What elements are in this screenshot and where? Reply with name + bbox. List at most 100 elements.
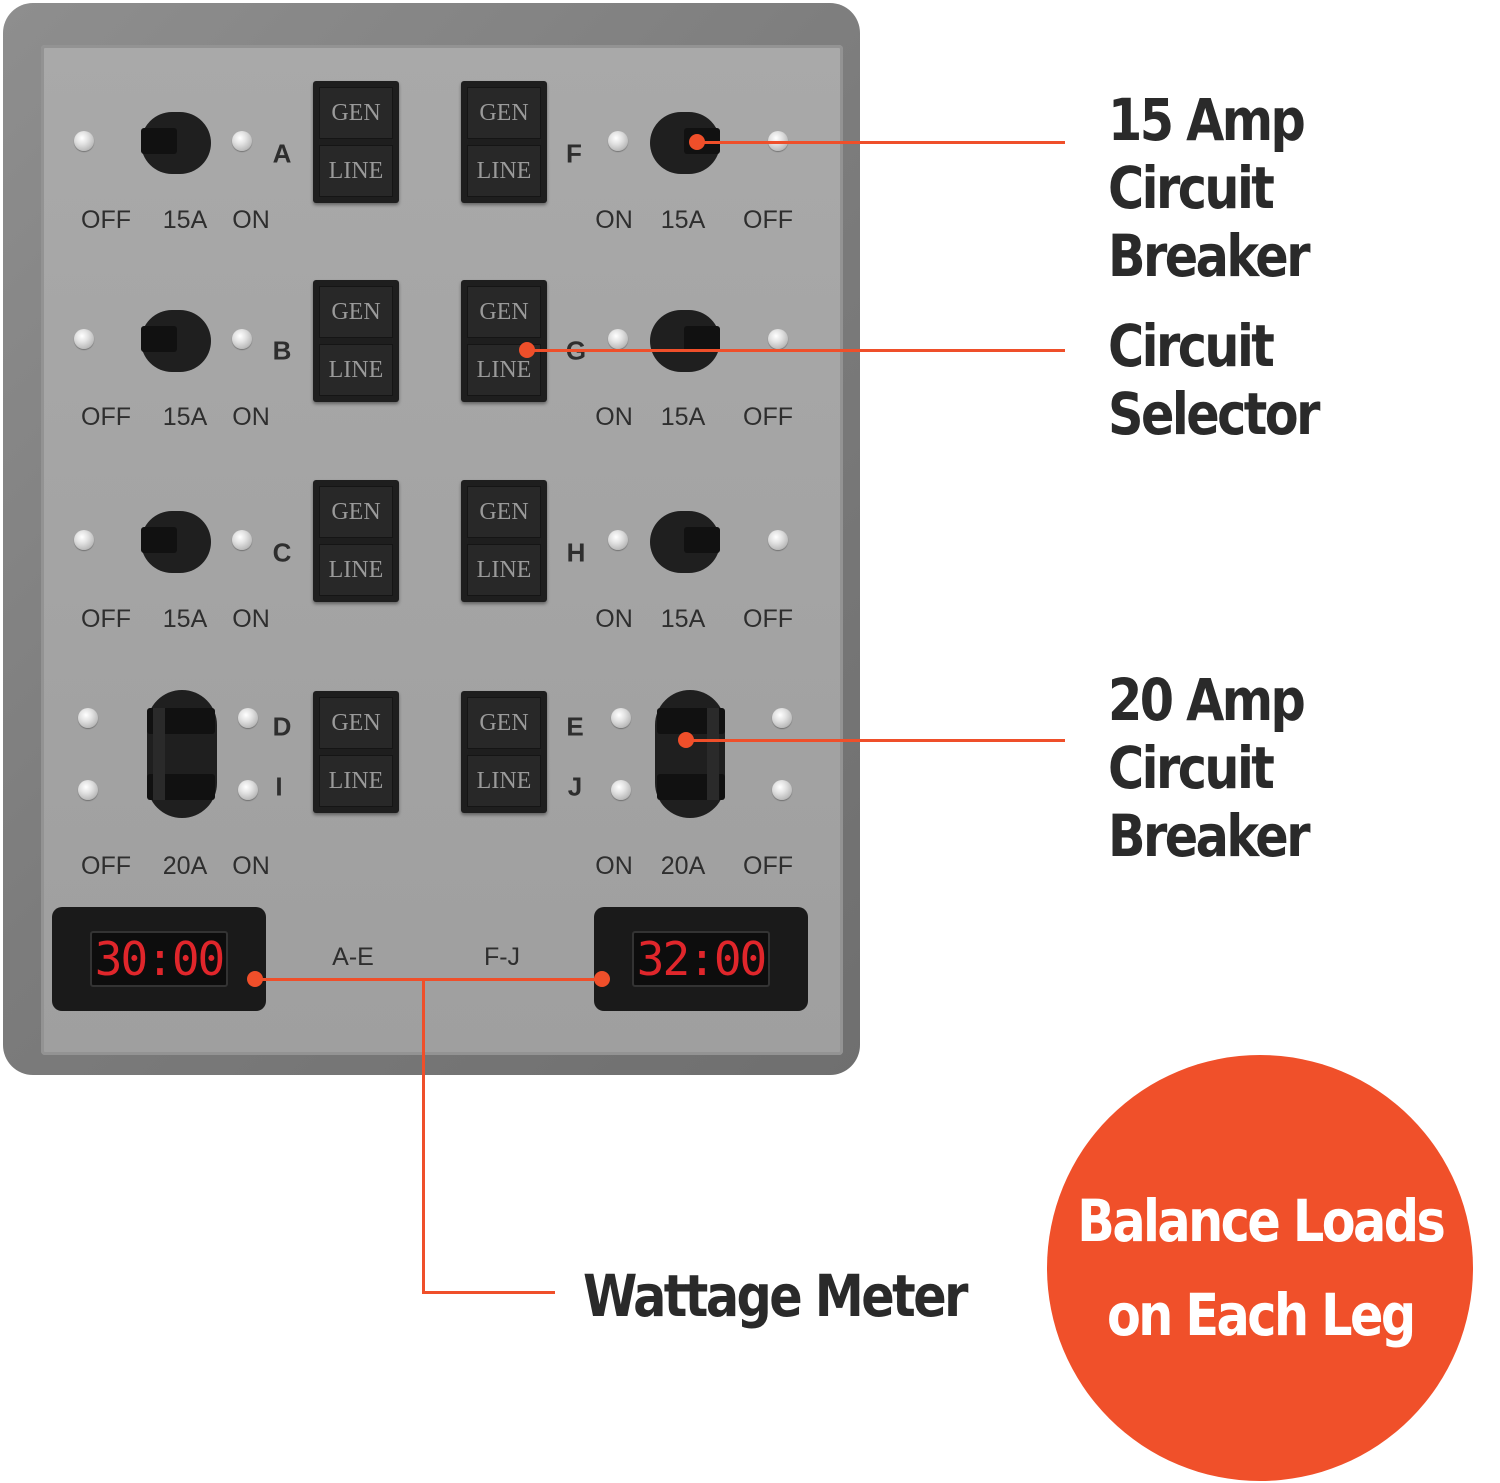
rivet-icon: [608, 131, 628, 151]
rating-label-h: 15A: [660, 605, 706, 633]
callout-15-amp-line2: Breaker: [1108, 222, 1311, 290]
circuit-letter-d: D: [272, 711, 292, 742]
callout-line-15a: [697, 141, 1065, 144]
meter-label-a-e: A-E: [332, 943, 374, 971]
selector-line-label: LINE: [467, 145, 541, 197]
callout-20-amp-line1: 20 Amp Circuit: [1108, 666, 1306, 802]
rivet-icon: [78, 780, 98, 800]
rating-label-a: 15A: [162, 206, 208, 234]
on-label: ON: [595, 403, 633, 431]
rating-label-g: 15A: [660, 403, 706, 431]
callout-dot-selector: [519, 342, 535, 358]
toggle-lever-icon: [141, 326, 177, 352]
callout-circuit-selector: Circuit Selector: [1108, 312, 1320, 448]
circuit-letter-h: H: [566, 537, 586, 568]
selector-gen-label: GEN: [467, 697, 541, 749]
rivet-icon: [611, 708, 631, 728]
breaker-toggle-c[interactable]: [141, 511, 211, 573]
breaker-toggle-d-i[interactable]: [147, 690, 217, 818]
circuit-selector-e[interactable]: GEN LINE: [461, 691, 547, 813]
on-label: ON: [595, 852, 633, 880]
toggle-bar: [707, 708, 719, 800]
meter-label-f-j: F-J: [483, 943, 521, 971]
toggle-lever-icon: [684, 326, 720, 352]
rivet-icon: [608, 329, 628, 349]
callout-line-20a: [686, 739, 1065, 742]
selector-line-label: LINE: [467, 544, 541, 596]
on-label: ON: [232, 605, 270, 633]
breaker-toggle-e-j[interactable]: [655, 690, 725, 818]
circuit-letter-c: C: [272, 537, 292, 568]
callout-20-amp-line2: Breaker: [1108, 802, 1311, 870]
off-label: OFF: [743, 605, 793, 633]
callout-line-meter-foot: [422, 1291, 555, 1294]
selector-line-label: LINE: [319, 344, 393, 396]
on-label: ON: [232, 852, 270, 880]
badge-line2: on Each Leg: [1106, 1281, 1416, 1349]
rating-label-f: 15A: [660, 206, 706, 234]
off-label: OFF: [81, 605, 131, 633]
selector-gen-label: GEN: [467, 286, 541, 338]
callout-line-meter: [255, 978, 603, 981]
circuit-letter-i: I: [275, 771, 283, 802]
selector-gen-label: GEN: [319, 697, 393, 749]
selector-gen-label: GEN: [467, 486, 541, 538]
circuit-selector-h[interactable]: GEN LINE: [461, 480, 547, 602]
circuit-letter-e: E: [566, 711, 584, 742]
breaker-toggle-a[interactable]: [141, 112, 211, 174]
off-label: OFF: [743, 852, 793, 880]
selector-line-label: LINE: [319, 145, 393, 197]
rivet-icon: [238, 780, 258, 800]
callout-dot-meter-right: [594, 971, 610, 987]
rivet-icon: [232, 131, 252, 151]
badge-line1: Balance Loads: [1077, 1187, 1446, 1255]
callout-20-amp: 20 Amp Circuit Breaker: [1108, 666, 1441, 870]
rivet-icon: [74, 530, 94, 550]
on-label: ON: [595, 605, 633, 633]
toggle-lever-icon: [141, 527, 177, 553]
selector-line-label: LINE: [467, 755, 541, 807]
rivet-icon: [772, 780, 792, 800]
wattage-meter-a-e: 30:00: [52, 907, 266, 1011]
rivet-icon: [768, 530, 788, 550]
breaker-toggle-h[interactable]: [650, 511, 720, 573]
rating-label-d: 20A: [162, 852, 208, 880]
off-label: OFF: [81, 206, 131, 234]
rivet-icon: [232, 530, 252, 550]
rivet-icon: [78, 708, 98, 728]
breaker-toggle-g[interactable]: [650, 310, 720, 372]
circuit-selector-d[interactable]: GEN LINE: [313, 691, 399, 813]
on-label: ON: [232, 206, 270, 234]
callout-wattage-meter: Wattage Meter: [583, 1262, 968, 1330]
rating-label-c: 15A: [162, 605, 208, 633]
meter-display: 30:00: [90, 931, 228, 987]
callout-dot-20a: [678, 732, 694, 748]
off-label: OFF: [743, 206, 793, 234]
circuit-letter-b: B: [272, 335, 292, 366]
breaker-toggle-b[interactable]: [141, 310, 211, 372]
callout-line-meter-drop: [422, 978, 425, 1294]
toggle-lever-icon: [684, 527, 720, 553]
off-label: OFF: [743, 403, 793, 431]
selector-gen-label: GEN: [319, 486, 393, 538]
rivet-icon: [768, 329, 788, 349]
callout-15-amp-line1: 15 Amp Circuit: [1108, 86, 1306, 222]
selector-line-label: LINE: [319, 755, 393, 807]
rivet-icon: [772, 708, 792, 728]
on-label: ON: [232, 403, 270, 431]
off-label: OFF: [81, 403, 131, 431]
callout-line-selector: [527, 349, 1065, 352]
rating-label-e: 20A: [660, 852, 706, 880]
rivet-icon: [608, 530, 628, 550]
on-label: ON: [595, 206, 633, 234]
callout-dot-meter-left: [247, 971, 263, 987]
rivet-icon: [238, 708, 258, 728]
wattage-meter-f-j: 32:00: [594, 907, 808, 1011]
rivet-icon: [74, 329, 94, 349]
meter-display: 32:00: [632, 931, 770, 987]
